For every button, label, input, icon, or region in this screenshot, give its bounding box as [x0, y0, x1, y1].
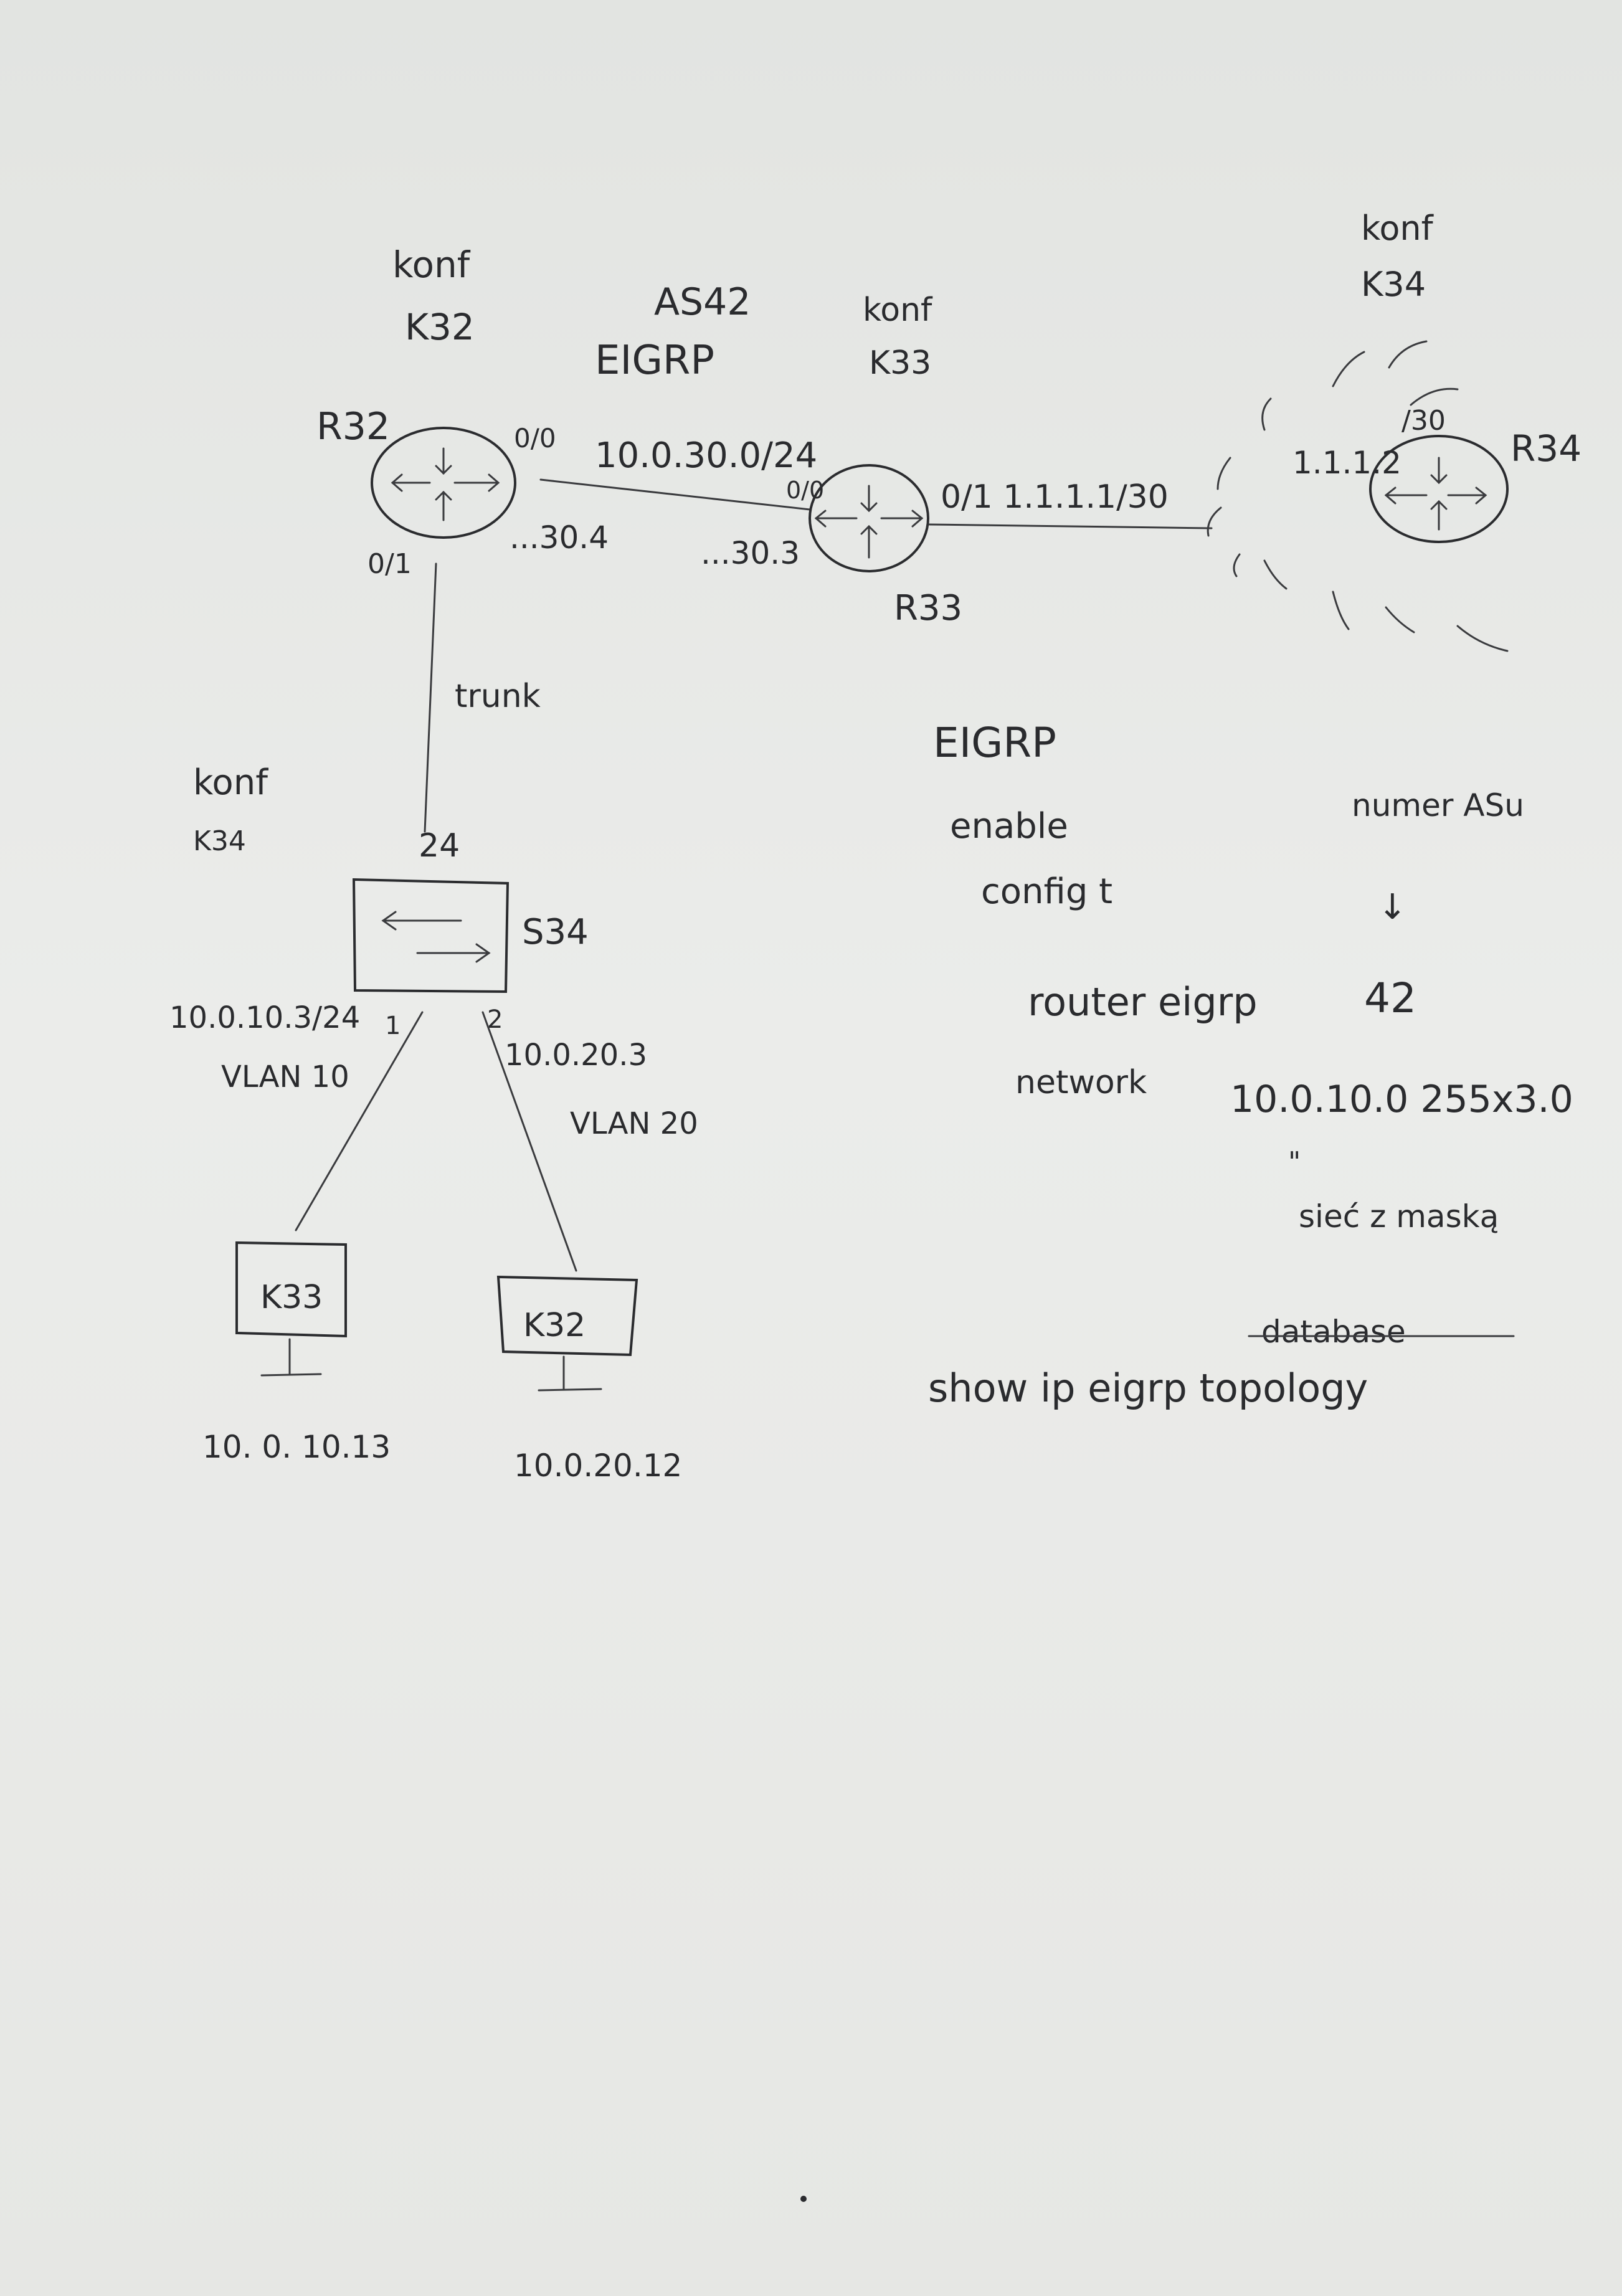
- host-base: [260, 1373, 322, 1377]
- r34-addr: 1.1.1.2: [1292, 445, 1401, 481]
- vlan20-label: VLAN 20: [570, 1106, 698, 1141]
- switch-port-24: 24: [419, 827, 460, 865]
- notes-show: show ip eigrp topology: [928, 1365, 1368, 1411]
- router-r33: [809, 464, 929, 572]
- notes-router-cmd: router eigrp: [1028, 979, 1258, 1025]
- host-k33-label: K33: [260, 1279, 323, 1316]
- switch-port-1: 1: [385, 1012, 401, 1040]
- link-switch-k33: [295, 1011, 424, 1231]
- r32-port-00: 0/0: [514, 423, 556, 453]
- notes-arrow: ↓: [1378, 887, 1407, 927]
- notes-router-as: 42: [1364, 974, 1416, 1022]
- host-k32-ip: 10.0.20.12: [514, 1448, 682, 1484]
- notes-quote: ": [1288, 1146, 1301, 1178]
- r33-ip-label: ...30.3: [701, 535, 800, 571]
- cloud-shape: [1207, 340, 1509, 652]
- notes-as-number: numer ASu: [1352, 787, 1524, 823]
- host-k33-ip: 10. 0. 10.13: [202, 1429, 391, 1465]
- trunk-link: [424, 562, 437, 833]
- router-icon: [391, 447, 500, 521]
- vlan10-label: VLAN 10: [221, 1060, 349, 1094]
- as-number-label: AS42: [654, 280, 751, 324]
- router-icon: [1384, 457, 1487, 531]
- notes-enable: enable: [950, 806, 1068, 847]
- r33-konf-label: konf: [863, 292, 933, 329]
- router-r34: [1369, 435, 1509, 543]
- switch-label: S34: [522, 912, 589, 952]
- protocol-label: EIGRP: [595, 338, 714, 384]
- r32-port-01: 0/1: [368, 548, 412, 580]
- switch-s34: [352, 878, 510, 994]
- net-30-label: 10.0.30.0/24: [595, 435, 817, 476]
- r32-k-label: K32: [405, 306, 475, 348]
- host-k32: [496, 1275, 638, 1357]
- link-r32-r33: [539, 478, 811, 511]
- r33-port-01-label: 0/1 1.1.1.1/30: [941, 478, 1169, 516]
- r33-k-label: K33: [869, 344, 931, 382]
- host-base: [538, 1388, 602, 1392]
- r34-konf-label: konf: [1361, 209, 1435, 248]
- switch-arrows-icon: [381, 911, 491, 963]
- notes-network-cmd: network: [1015, 1064, 1147, 1101]
- notes-config: config t: [981, 871, 1112, 912]
- switch-k-label: K34: [193, 825, 246, 857]
- r32-ip-label: ...30.4: [510, 519, 609, 556]
- switch-konf-label: konf: [193, 762, 268, 803]
- r34-label: R34: [1511, 427, 1582, 470]
- r32-label: R32: [316, 405, 390, 448]
- ink-dot: [800, 2196, 807, 2202]
- trunk-label: trunk: [455, 678, 541, 715]
- notes-database: database: [1261, 1314, 1406, 1350]
- host-k32-label: K32: [523, 1307, 586, 1344]
- router-icon: [814, 485, 924, 559]
- link-switch-k32: [481, 1011, 577, 1272]
- r34-k-label: K34: [1361, 265, 1426, 304]
- notes-network-val: 10.0.10.0 255x3.0: [1230, 1078, 1573, 1121]
- r34-mask: /30: [1401, 405, 1446, 437]
- vlan20-ip-label: 10.0.20.3: [505, 1038, 647, 1073]
- notes-siec: sieć z maską: [1299, 1198, 1499, 1235]
- r33-label: R33: [894, 588, 962, 629]
- notes-title: EIGRP: [933, 719, 1056, 767]
- vlan10-ip-label: 10.0.10.3/24: [169, 1000, 360, 1035]
- r32-konf-label: konf: [392, 244, 471, 286]
- host-k33: [235, 1241, 347, 1338]
- link-r33-r34: [928, 523, 1213, 529]
- router-r32: [371, 427, 516, 539]
